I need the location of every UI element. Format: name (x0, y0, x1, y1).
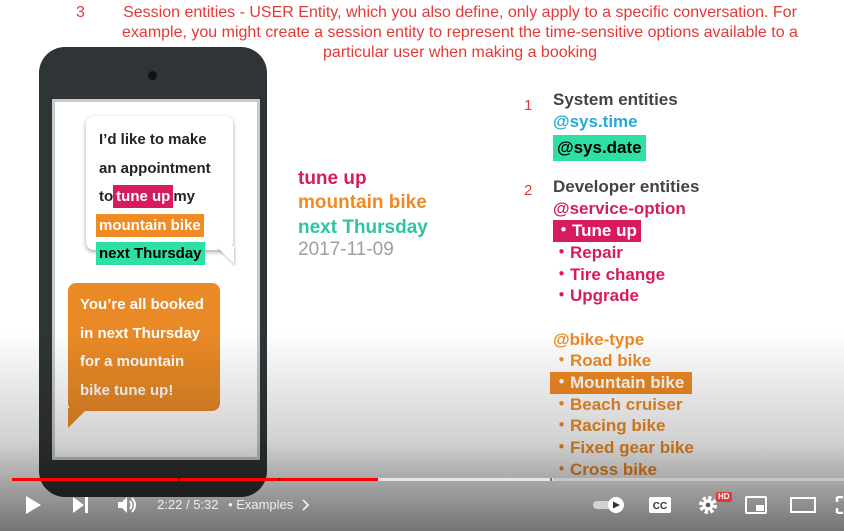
settings-button[interactable] (696, 492, 720, 518)
service-option-entity: @service-option (553, 199, 686, 218)
user-message-line: next Thursday (96, 240, 233, 269)
miniplayer-button[interactable] (744, 492, 768, 518)
note-text: Session entities - USER Entity, which yo… (122, 4, 798, 61)
bike-type-item: ・Beach cruiser (553, 394, 683, 414)
miniplayer-icon (745, 496, 767, 514)
theater-mode-button[interactable] (790, 492, 816, 518)
volume-button[interactable] (115, 492, 141, 518)
chapter-marker (178, 478, 180, 481)
system-entities-number: 1 (524, 97, 533, 114)
fullscreen-icon (835, 496, 843, 514)
developer-entities-number: 2 (524, 182, 533, 199)
bot-message-line: for a mountain (80, 353, 185, 370)
sys-date-entity: @sys.date (553, 135, 646, 161)
user-bubble-tail (216, 246, 234, 264)
extracted-bike: mountain bike (298, 192, 427, 213)
extracted-date-text: next Thursday (298, 217, 428, 238)
developer-entities-heading: Developer entities (553, 177, 700, 196)
chapter-marker (278, 478, 280, 481)
bot-message-bubble: You’re all booked in next Thursday for a… (68, 283, 220, 411)
sys-time-entity: @sys.time (553, 112, 638, 131)
volume-icon (118, 497, 136, 513)
session-entities-note: 3 Session entities - USER Entity, which … (70, 3, 830, 63)
subtitles-icon: CC (649, 497, 671, 513)
duration: 5:32 (193, 497, 219, 512)
bike-type-item: ・Road bike (553, 351, 652, 370)
service-option-list: ・Tune up ・Repair ・Tire change ・Upgrade (553, 220, 665, 307)
user-message-text: my (173, 188, 196, 205)
chapter-dot: • (228, 497, 233, 512)
user-message-text: to (99, 188, 114, 205)
phone-camera (148, 71, 157, 80)
bike-type-item: ・Mountain bike (550, 371, 694, 394)
chapter-title: Examples (236, 497, 294, 512)
user-message-line: mountain bike (96, 212, 233, 241)
hd-badge: HD (716, 492, 732, 502)
fullscreen-button[interactable] (834, 492, 844, 518)
theater-mode-icon (790, 497, 816, 513)
service-option-item: ・Tune up (553, 220, 665, 242)
service-option-item-selected: ・Tune up (553, 220, 641, 242)
chapter-button[interactable]: • Examples (228, 497, 310, 512)
time-separator: / (185, 497, 190, 512)
svg-text:CC: CC (653, 501, 667, 512)
highlight-mountain-bike: mountain bike (96, 213, 204, 237)
service-option-item: ・Upgrade (553, 286, 639, 306)
progress-played (12, 478, 379, 481)
current-time: 2:22 (157, 497, 183, 512)
extracted-service: tune up (298, 168, 367, 189)
highlight-next-thursday: next Thursday (96, 242, 205, 265)
system-entities-heading: System entities (553, 90, 678, 109)
autoplay-toggle[interactable] (592, 492, 626, 518)
next-button[interactable] (68, 492, 94, 518)
chevron-right-icon (302, 499, 310, 511)
subtitles-button[interactable]: CC (648, 492, 672, 518)
bot-bubble-tail (68, 408, 88, 428)
time-display: 2:22 / 5:32 (157, 497, 219, 512)
bike-type-item-selected: ・Mountain bike (550, 371, 693, 394)
play-icon (26, 496, 41, 514)
sys-date-entity-wrap: @sys.date (553, 135, 646, 161)
service-option-item: ・Tire change (553, 264, 666, 284)
extracted-date-value: 2017-11-09 (298, 239, 394, 260)
autoplay-toggle-icon (593, 497, 624, 513)
note-number: 3 (76, 4, 85, 21)
play-button[interactable] (20, 492, 46, 518)
service-option-item: ・Repair (553, 242, 623, 262)
bot-message-line: in next Thursday (80, 324, 201, 342)
settings-icon (699, 496, 717, 514)
bike-type-list: ・Road bike ・Mountain bike ・Beach cruiser… (550, 350, 694, 481)
bot-message-line: You’re all booked (80, 296, 204, 313)
bike-type-item: ・Racing bike (553, 416, 666, 436)
progress-bar[interactable] (12, 478, 844, 481)
bike-type-entity: @bike-type (553, 330, 645, 349)
user-message-line: I’d like to make (99, 131, 207, 148)
highlight-tune-up: tune up (113, 185, 174, 208)
next-icon (73, 497, 88, 513)
user-message-line: an appointment (99, 159, 211, 177)
bot-message-line: bike tune up! (80, 381, 174, 399)
chapter-marker (550, 478, 552, 481)
bike-type-item: ・Fixed gear bike (553, 438, 694, 458)
